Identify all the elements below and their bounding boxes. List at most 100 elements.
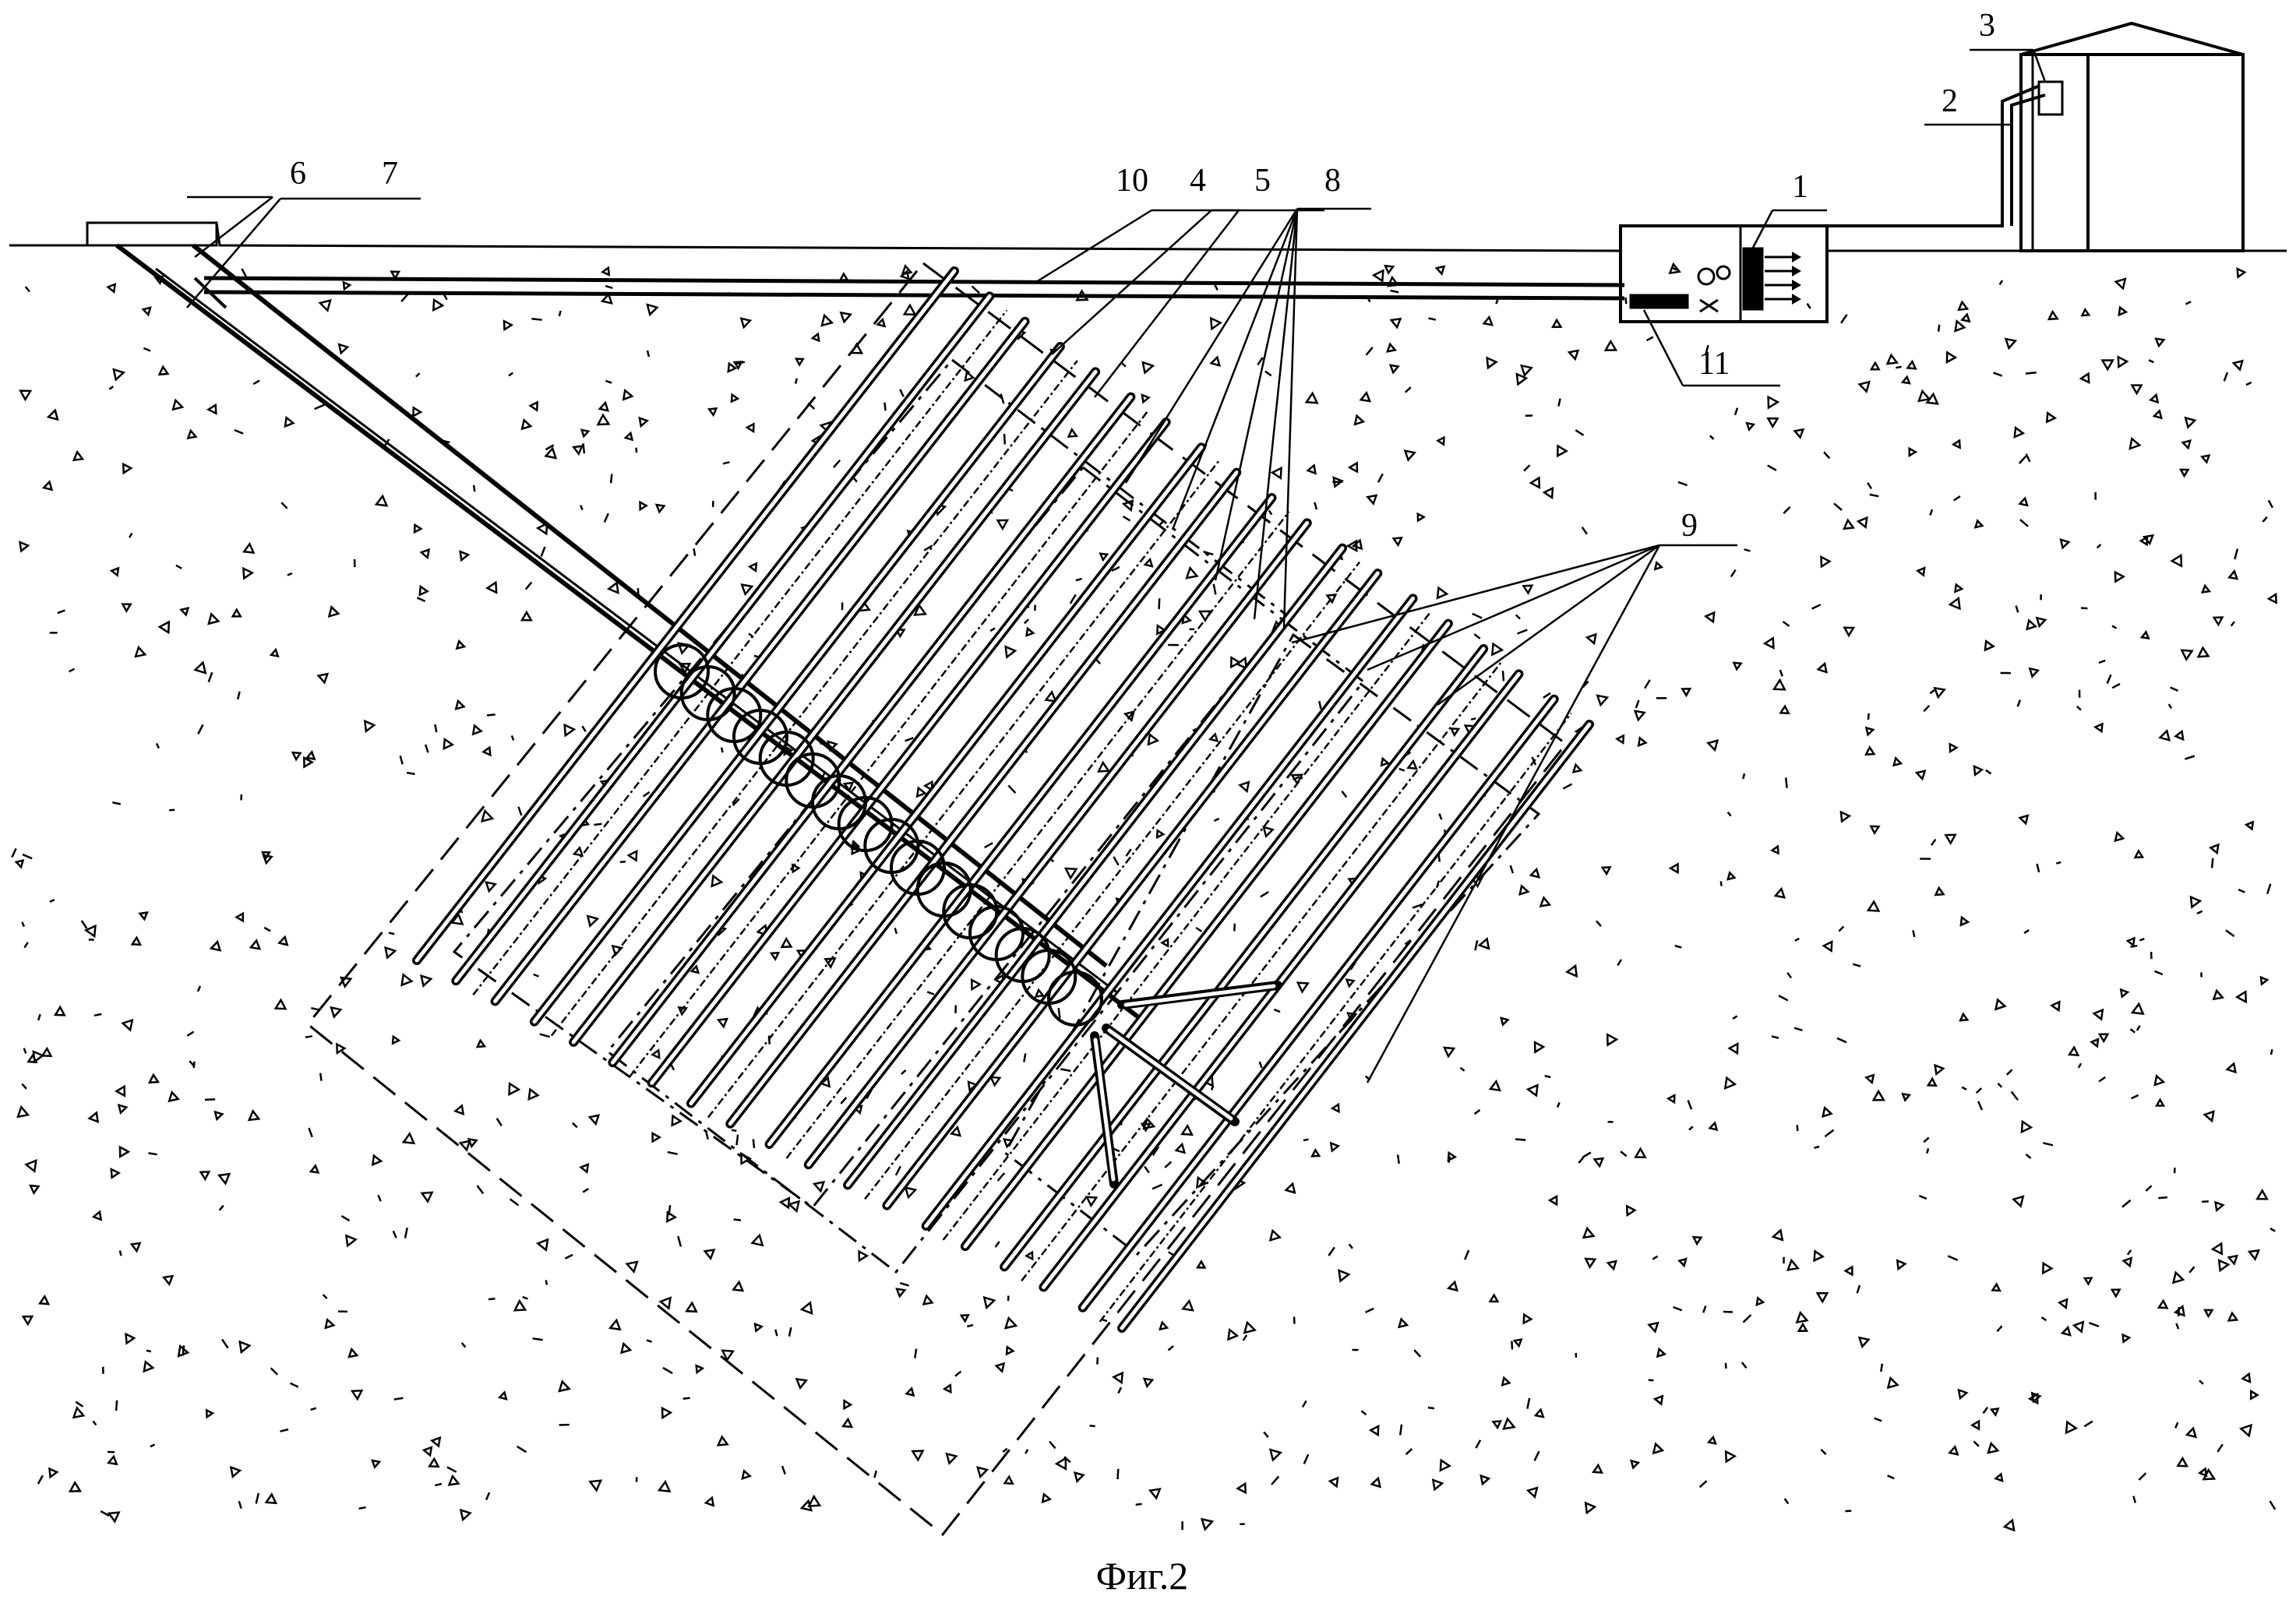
soil-mark [647,1341,652,1342]
soil-mark [2066,1422,2076,1433]
soil-mark [529,1090,538,1100]
soil-mark [1996,1000,2005,1009]
soil-mark [1986,770,1991,774]
soil-mark [1152,1185,1162,1189]
borehole-bore [456,296,989,981]
soil-mark [900,389,903,397]
soil-mark [20,391,30,400]
label-11: 11 [1698,346,1730,382]
soil-mark [1176,1144,1185,1153]
soil-mark [320,1073,321,1081]
soil-mark [149,1153,157,1154]
soil-mark [897,1289,905,1297]
soil-mark [22,1084,26,1089]
soil-mark [1795,939,1799,941]
soil-mark [93,1212,101,1220]
soil-mark [2160,731,2170,740]
soil-mark [1635,1149,1645,1157]
soil-mark [76,1402,83,1407]
soil-mark [1144,1166,1149,1172]
soil-mark [1721,881,1722,886]
soil-mark [733,1282,742,1291]
soil-mark [1471,718,1476,720]
soil-mark [1197,1262,1204,1268]
soil-mark [712,876,721,886]
soil-mark [1927,394,1938,403]
soil-mark [753,1235,763,1245]
soil-mark [1776,889,1784,897]
soil-mark [1936,888,1944,895]
soil-mark [732,395,738,402]
soil-mark [132,1243,140,1251]
soil-mark [915,1349,916,1358]
soil-mark [209,614,218,623]
soil-mark [2049,312,2058,319]
soil-mark [2229,1256,2238,1263]
borehole-bore [770,498,1272,1144]
soil-mark [473,726,481,735]
soil-mark [26,287,30,292]
soil-mark [205,1099,215,1100]
soil-mark [1973,1442,1979,1446]
soil-mark [1042,1494,1050,1502]
soil-mark [903,266,912,273]
soil-mark [450,1476,459,1485]
soil-mark [1394,538,1402,545]
soil-mark [233,610,241,617]
soil-mark [1405,387,1411,393]
soil-mark [1319,701,1321,710]
soil-mark [2043,1263,2051,1273]
soil-mark [1298,983,1308,992]
soil-mark [1617,960,1621,966]
soil-mark [293,752,301,759]
soil-mark [1524,1315,1532,1323]
soil-mark [967,1325,973,1326]
soil-mark [1815,1251,1823,1260]
soil-mark [253,381,259,385]
soil-mark [683,1398,690,1399]
soil-mark [721,748,723,753]
soil-mark [2085,1278,2092,1284]
soil-mark [240,1342,249,1352]
soil-mark [2089,1323,2099,1326]
soil-mark [1871,363,1879,369]
soil-mark [1243,1335,1247,1341]
soil-mark [150,1445,155,1447]
soil-mark [1005,1477,1013,1484]
radiator [2039,82,2062,114]
soil-mark [344,283,350,290]
soil-mark [1709,1437,1716,1443]
soil-mark [1370,1426,1378,1435]
label-2: 2 [1942,83,1958,119]
soil-mark [1984,1407,1987,1414]
soil-mark [510,1199,519,1205]
soil-mark [117,1087,125,1096]
soil-mark [238,692,239,699]
soil-mark [1145,559,1152,566]
borehole-bore [612,397,1130,1062]
soil-mark [120,1147,129,1157]
soil-mark [1157,830,1163,837]
soil-mark [978,1467,987,1477]
soil-mark [789,1201,799,1211]
soil-mark [1627,1207,1635,1216]
soil-mark [2197,911,2203,914]
soil-mark [1569,351,1578,359]
soil-mark [602,268,608,275]
soil-mark [1731,570,1736,577]
borehole-bore [534,347,1060,1022]
soil-mark [672,1116,681,1126]
soil-mark [917,788,925,797]
soil-mark [1930,690,1934,693]
soil-mark [927,992,934,994]
soil-mark [1114,1373,1123,1383]
soil-mark [896,1166,901,1175]
soil-mark [2172,555,2181,566]
soil-mark [1518,630,1528,634]
soil-mark [1027,1252,1033,1260]
soil-mark [1118,1387,1121,1393]
soil-mark [2191,897,2200,907]
soil-mark [1536,1410,1543,1417]
soil-mark [435,724,436,732]
soil-mark [2234,549,2238,559]
